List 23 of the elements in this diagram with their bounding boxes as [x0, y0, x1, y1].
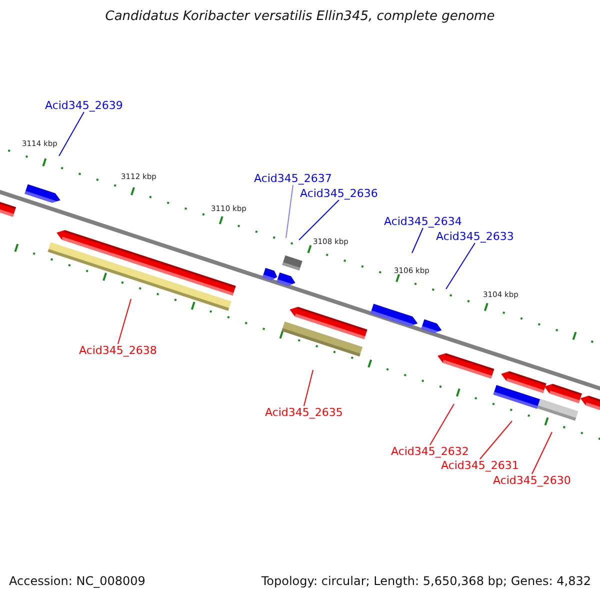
leader-line [412, 228, 424, 254]
gene-label: Acid345_2636 [300, 187, 378, 200]
leader-line [531, 432, 552, 474]
leader-line [298, 200, 340, 240]
leader-line [117, 298, 132, 344]
gene-label: Acid345_2638 [79, 344, 157, 357]
gene-label: Acid345_2637 [254, 172, 332, 185]
leader-line [479, 420, 512, 460]
gene-label: Acid345_2639 [45, 99, 123, 112]
gene-label: Acid345_2631 [441, 459, 519, 472]
leader-line [446, 242, 476, 290]
footer-text: Accession: NC_008009 [9, 574, 146, 589]
leader-line [58, 112, 84, 156]
footer-text: Topology: circular; Length: 5,650,368 bp; Genes: 4,832 [261, 574, 591, 589]
title: Candidatus Koribacter versatilis Ellin345, complete genome [104, 9, 496, 25]
leader-line [429, 404, 454, 446]
gene-label: Acid345_2634 [384, 215, 462, 228]
gene-label: Acid345_2630 [493, 474, 571, 487]
gene-label: Acid345_2632 [391, 445, 469, 458]
gene-label: Acid345_2635 [265, 406, 343, 419]
leader-line [303, 370, 314, 406]
gene-label: Acid345_2633 [436, 230, 514, 243]
leader-line [286, 184, 294, 238]
